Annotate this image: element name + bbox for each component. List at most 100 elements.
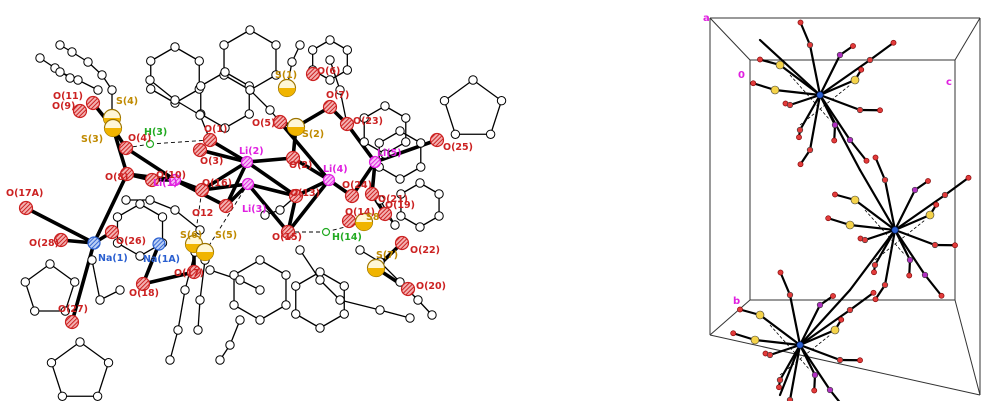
packing-bond — [923, 273, 943, 297]
carbon-atom — [450, 129, 461, 139]
carbon-atom — [229, 270, 239, 280]
c-c-bond — [249, 89, 271, 111]
carbon-atom — [380, 101, 390, 111]
c-c-bond — [472, 79, 502, 102]
o12-atom — [218, 198, 234, 214]
packing-atom — [831, 121, 839, 129]
o14-label: O(14) — [345, 207, 375, 218]
packing-atom — [931, 241, 939, 249]
o8-atom — [119, 166, 135, 182]
c-c-bond — [249, 29, 277, 46]
o7-label: O(7) — [326, 90, 349, 101]
packing-atom — [925, 210, 935, 220]
packing-atom — [881, 176, 889, 184]
li4-atom — [322, 173, 336, 187]
metal-oxygen-bond — [200, 182, 250, 192]
carbon-atom — [55, 40, 65, 50]
oxygen-atom — [737, 306, 743, 313]
unit-cell-packing: a 0 c b — [703, 13, 981, 401]
carbon-atom — [335, 85, 345, 95]
packing-hbond — [799, 84, 851, 126]
o16-label: O(16) — [202, 178, 232, 189]
carbon-atom — [225, 340, 235, 350]
carbon-atom — [45, 259, 55, 269]
o23-label: O(23) — [353, 116, 383, 127]
carbon-atom — [170, 42, 180, 52]
c-c-bond — [91, 259, 101, 301]
oxygen-atom — [830, 293, 836, 299]
c-c-bond — [379, 309, 411, 319]
carbon-atom — [244, 109, 254, 119]
h3-label: H(3) — [144, 127, 167, 138]
o21-atom — [364, 186, 380, 202]
carbon-atom — [342, 65, 353, 75]
o4-atom — [118, 140, 134, 156]
carbon-atom — [380, 149, 390, 159]
o11-atom — [85, 95, 101, 111]
packing-hbond — [864, 209, 906, 256]
packing-bond — [848, 138, 868, 162]
carbon-atom — [193, 325, 203, 335]
carbon-atom — [55, 67, 65, 77]
oxygen-atom — [796, 134, 802, 141]
o6-label: O(6) — [317, 66, 340, 77]
carbon-atom — [287, 57, 297, 67]
packing-atom — [871, 261, 879, 269]
packing-atom — [776, 376, 784, 384]
o17-atom — [186, 264, 202, 280]
o9-label: O(9) — [52, 101, 75, 112]
packing-bond — [828, 388, 841, 401]
s1-atom — [277, 78, 297, 98]
carbon-atom — [30, 306, 40, 316]
packing-bond — [818, 93, 862, 172]
carbon-atom — [339, 309, 349, 319]
packing-hbond — [769, 324, 811, 371]
oxygen-atom — [831, 137, 838, 144]
packing-bond — [798, 343, 842, 362]
carbon-atom — [281, 300, 291, 310]
carbon-atom — [434, 189, 444, 199]
carbon-atom — [255, 255, 265, 265]
oxygen-atom — [858, 66, 865, 73]
packing-atom — [775, 60, 785, 70]
oxygen-atom — [877, 107, 883, 114]
packing-atom — [850, 195, 860, 205]
c-c-bond — [79, 341, 109, 364]
o15-atom — [280, 224, 296, 240]
carbon-atom — [401, 137, 411, 147]
oxygen-atom — [965, 174, 972, 181]
carbon-atom — [245, 25, 255, 35]
packing-atom — [830, 325, 840, 335]
o10-atom — [144, 172, 160, 188]
packing-bond — [853, 198, 897, 232]
c-c-bond — [233, 304, 261, 321]
carbon-atom — [60, 306, 70, 316]
carbon-atom — [395, 126, 405, 136]
packing-bond — [778, 343, 802, 397]
o2-label: O(2) — [289, 160, 312, 171]
carbon-atom — [112, 238, 123, 248]
o13-label: O(13) — [290, 188, 320, 199]
carbon-atom — [396, 211, 406, 221]
packing-bond — [799, 21, 812, 47]
c-c-bond — [443, 100, 456, 135]
li3-label: Li(3) — [242, 204, 267, 215]
o18-label: O(18) — [129, 288, 159, 299]
o19-label: O(19) — [385, 200, 415, 211]
packing-bond — [848, 228, 897, 292]
packing-bond — [773, 88, 822, 97]
o17-label: O(17) — [174, 268, 204, 279]
carbon-atom — [291, 309, 301, 319]
metal-oxygen-bond — [286, 178, 331, 234]
oxygen-atom — [811, 387, 818, 394]
s7-atom — [366, 258, 386, 278]
oxygen-atom — [863, 157, 870, 164]
carbon-atom — [235, 275, 245, 285]
packing-hbond — [874, 219, 926, 261]
carbon-atom — [416, 138, 426, 148]
h14-label: H(14) — [332, 232, 362, 243]
carbon-atom — [165, 355, 175, 365]
packing-bond — [798, 288, 852, 347]
oxygen-atom — [777, 269, 784, 276]
metal-oxygen-bond — [200, 160, 249, 192]
